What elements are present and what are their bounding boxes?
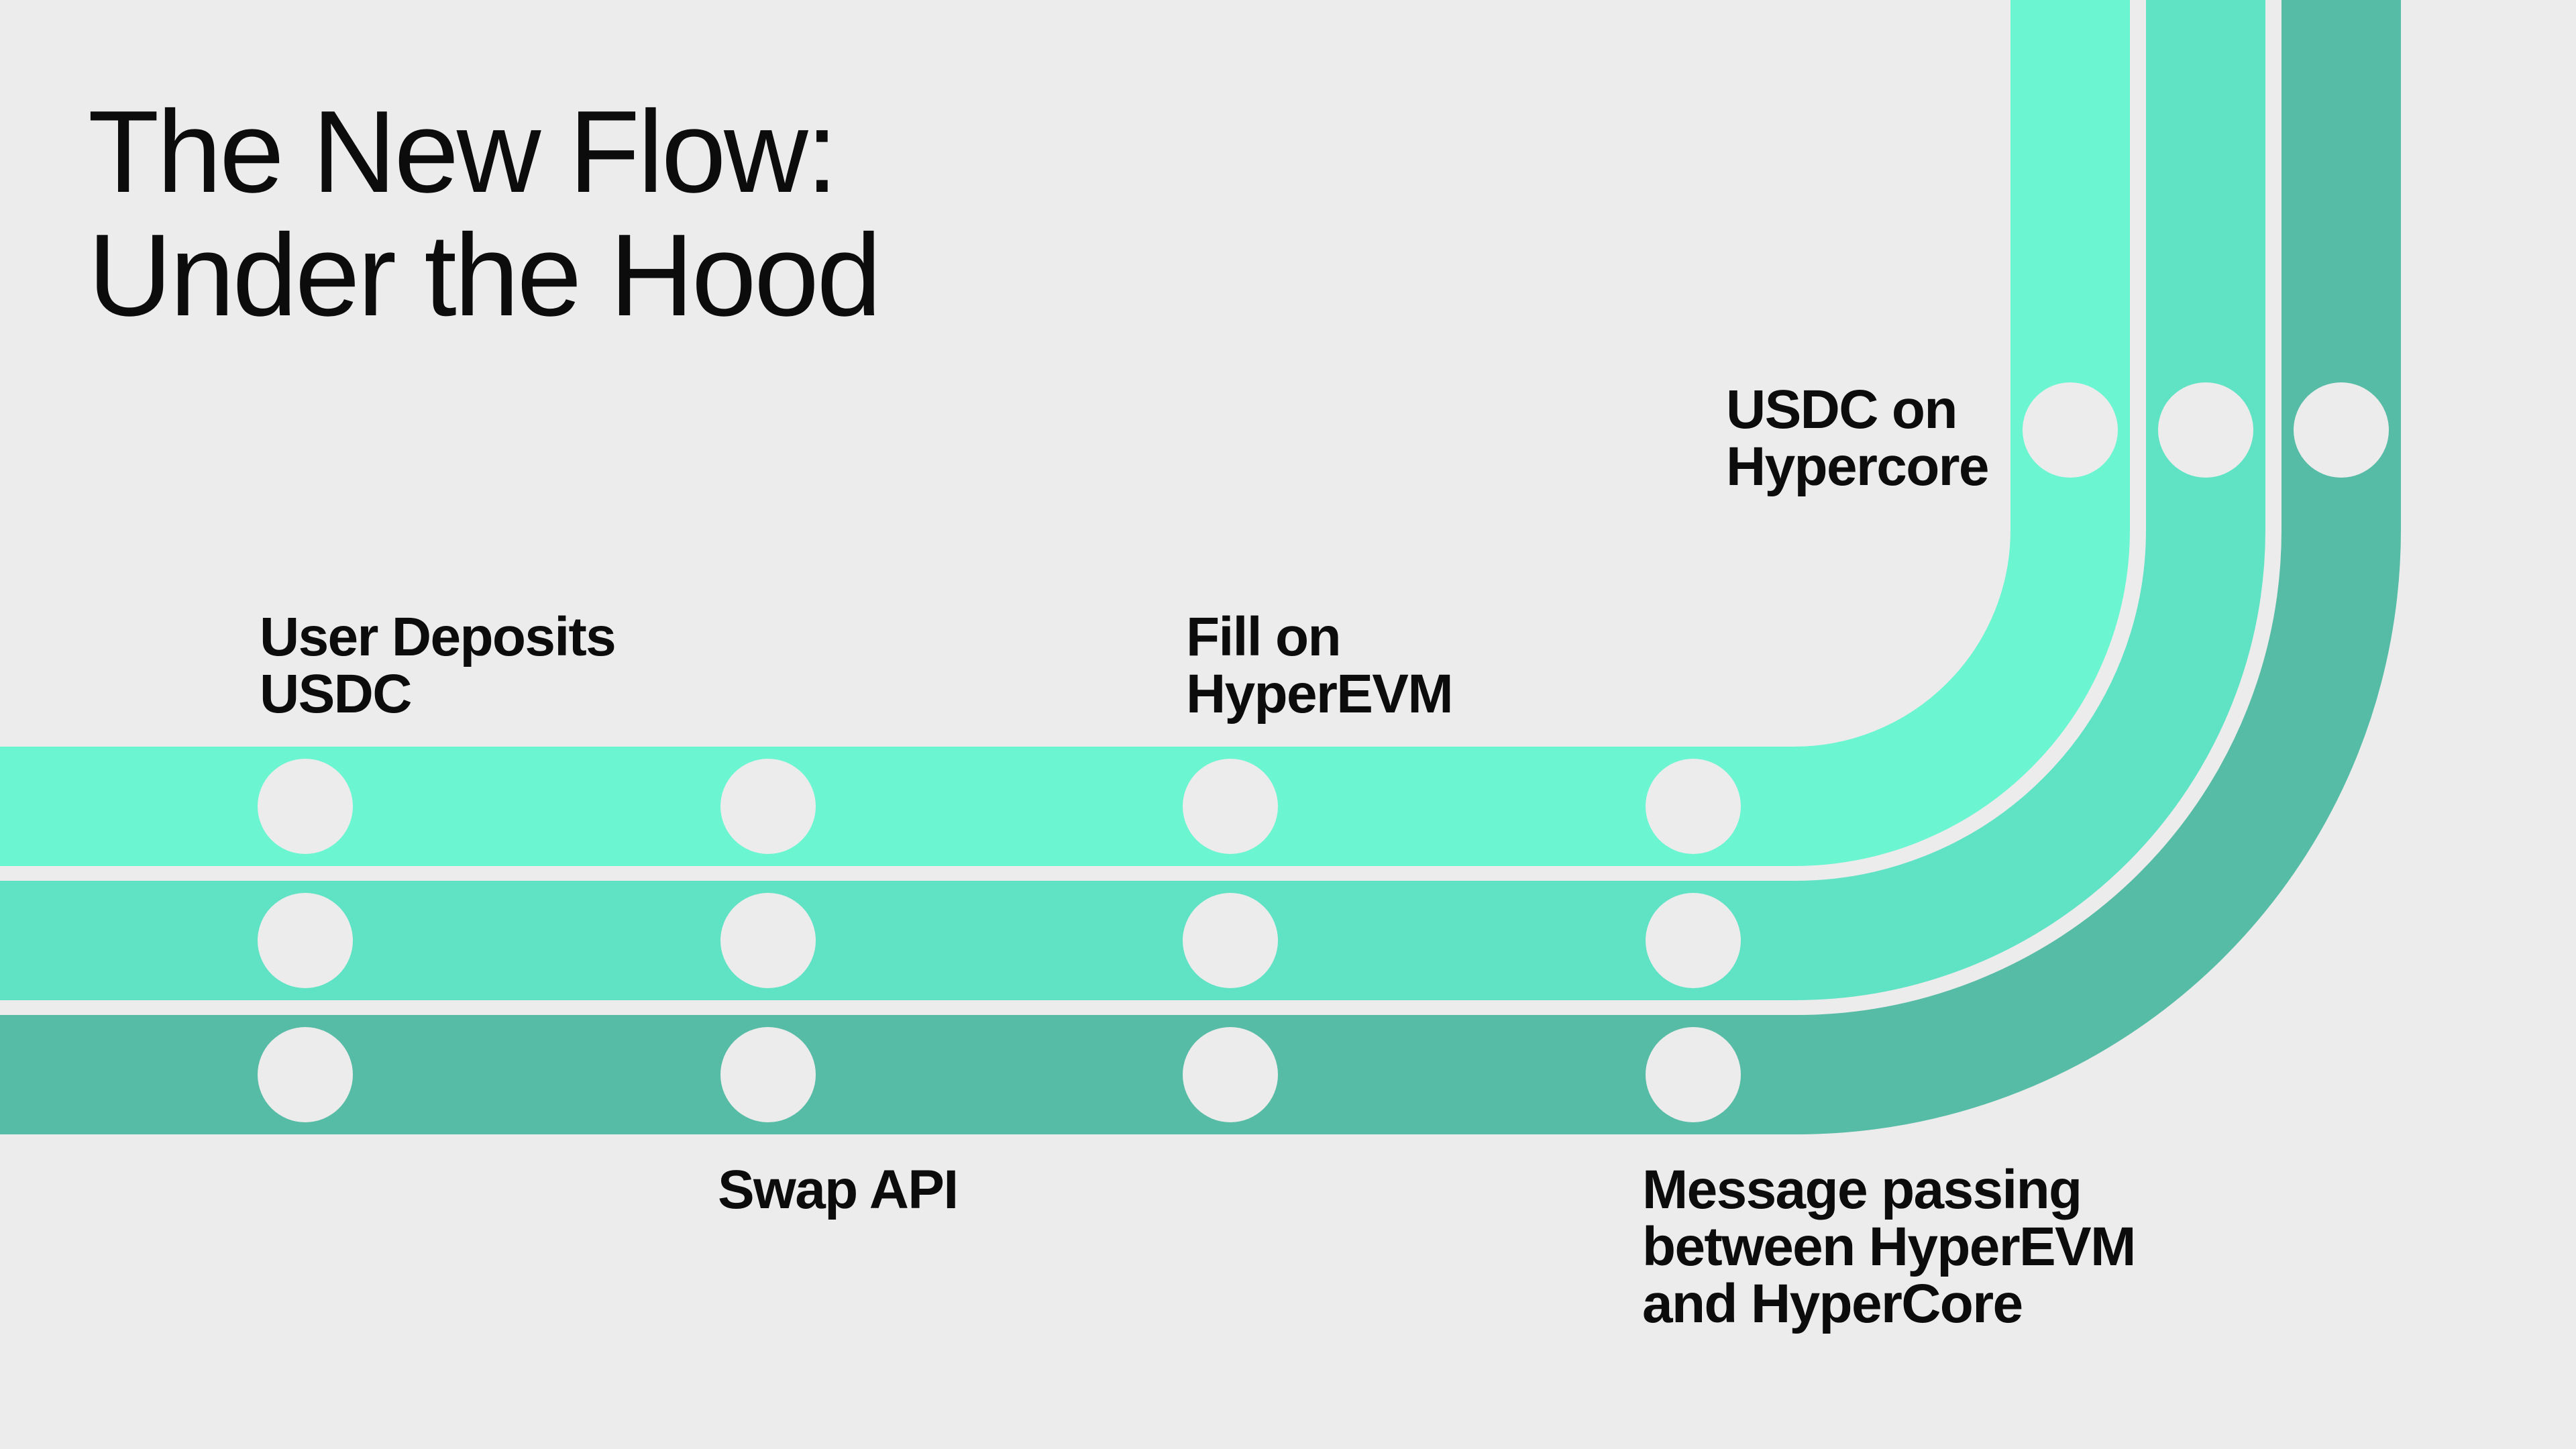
station-dot <box>1646 759 1741 854</box>
station-dot <box>258 1027 353 1122</box>
station-dot <box>258 893 353 988</box>
station-dot <box>1183 1027 1278 1122</box>
track-top <box>0 0 2130 866</box>
page-title: The New Flow: Under the Hood <box>88 86 881 340</box>
station-dot <box>1183 759 1278 854</box>
station-dot <box>720 759 816 854</box>
station-dot <box>2023 382 2118 478</box>
label-user-deposits-usdc: User Deposits USDC <box>260 606 616 724</box>
station-dot <box>1183 893 1278 988</box>
label-usdc-on-hypercore: USDC on Hypercore <box>1726 379 1990 497</box>
station-dot <box>1646 1027 1741 1122</box>
station-dot <box>258 759 353 854</box>
track-middle <box>0 0 2265 1000</box>
station-dot <box>720 893 816 988</box>
station-dot <box>2158 382 2253 478</box>
station-dot <box>2294 382 2389 478</box>
station-dot <box>1646 893 1741 988</box>
station-dot <box>720 1027 816 1122</box>
track-bottom <box>0 0 2401 1134</box>
label-swap-api: Swap API <box>718 1159 959 1220</box>
label-fill-on-hyperevm: Fill on HyperEVM <box>1186 606 1454 724</box>
label-message-passing: Message passing between HyperEVM and Hyp… <box>1642 1159 2136 1334</box>
